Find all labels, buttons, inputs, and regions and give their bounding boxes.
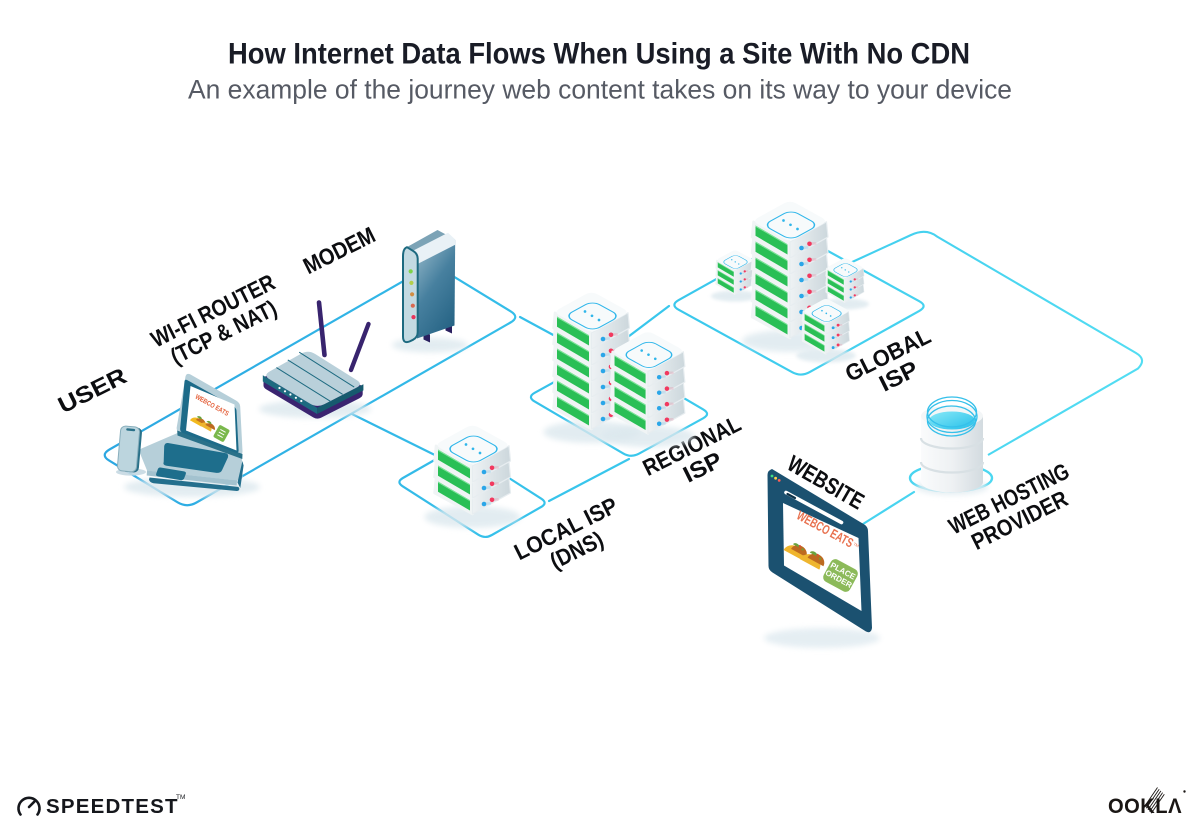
svg-text:SPEEDTEST: SPEEDTEST	[46, 795, 179, 818]
svg-text:How Internet Data Flows When U: How Internet Data Flows When Using a Sit…	[228, 38, 970, 71]
svg-text:TM: TM	[176, 794, 185, 801]
svg-text:An example of the journey web: An example of the journey web content ta…	[188, 75, 1012, 105]
svg-text:TM: TM	[853, 541, 860, 548]
